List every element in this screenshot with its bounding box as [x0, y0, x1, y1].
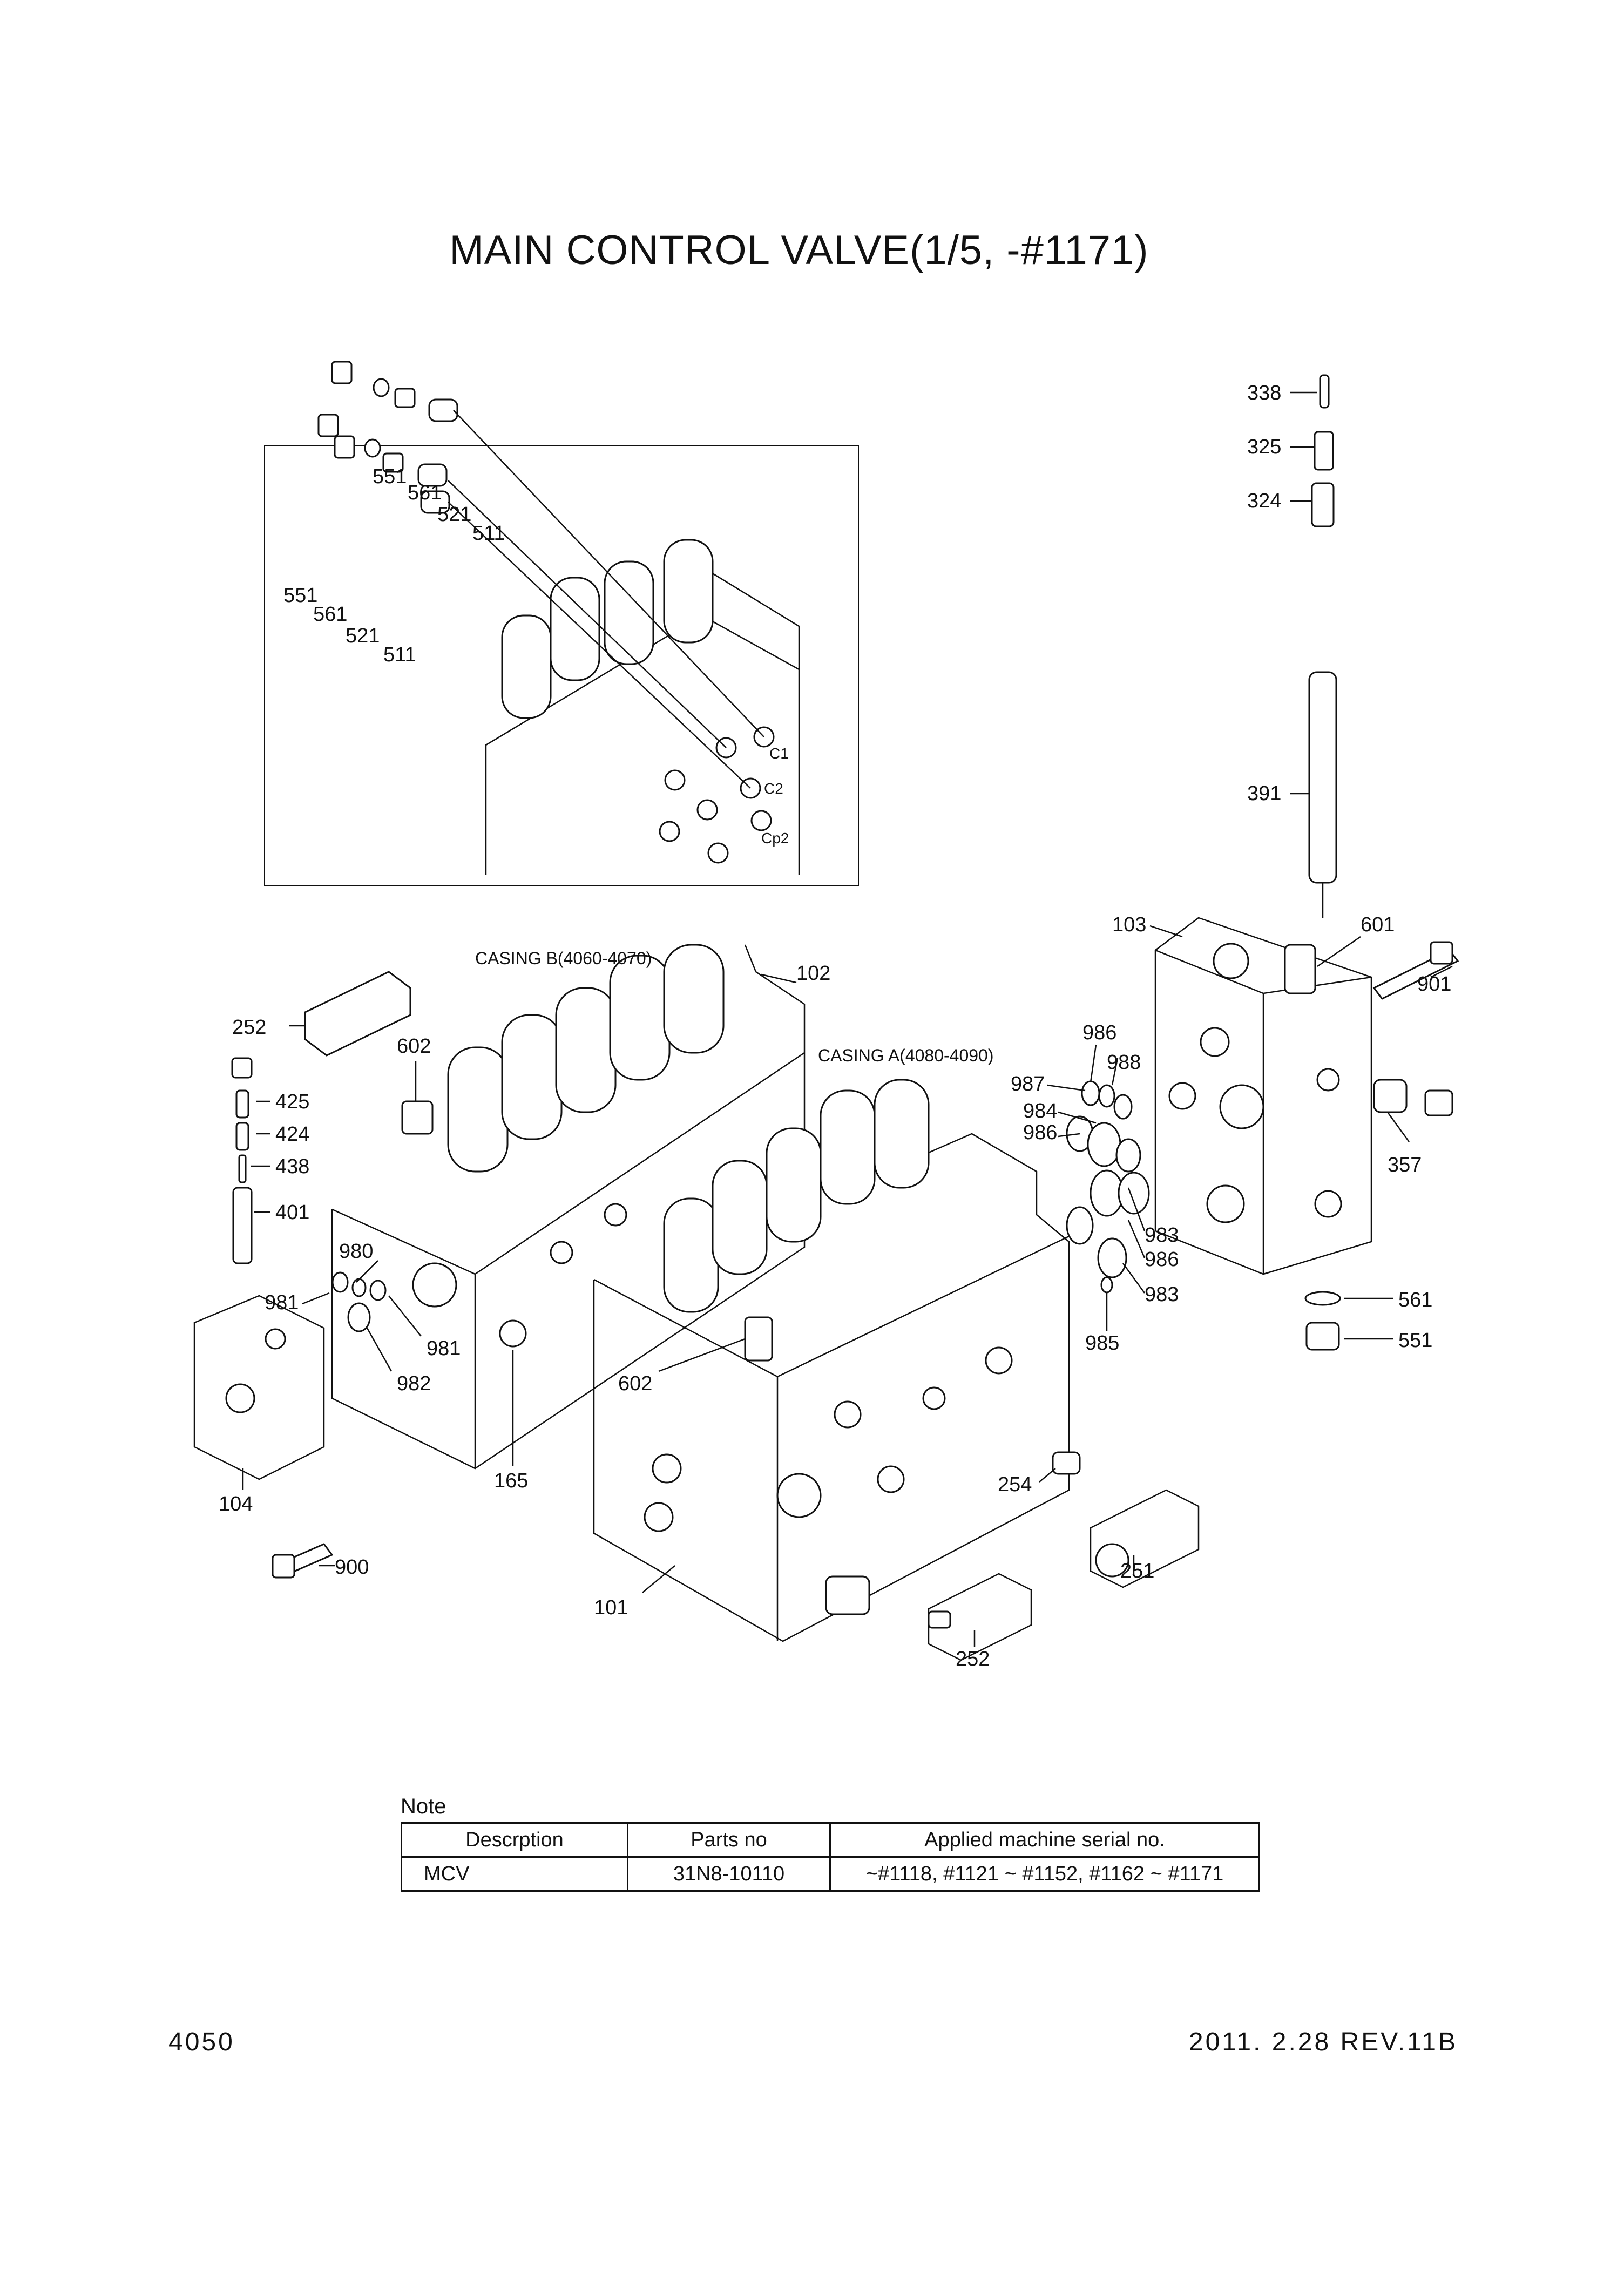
label-602a: 602: [397, 1035, 431, 1058]
label-inset-521b: 521: [346, 625, 380, 647]
label-982: 982: [397, 1372, 431, 1395]
cover-103-assembly: [1154, 374, 1459, 1351]
inset-small-parts: [317, 361, 458, 514]
o-ring-set: [1066, 1080, 1150, 1294]
label-252a: 252: [232, 1016, 266, 1039]
label-inset-551b: 551: [283, 584, 317, 607]
label-981a: 981: [265, 1291, 299, 1314]
label-port-c1: C1: [769, 745, 789, 762]
label-338: 338: [1247, 382, 1281, 404]
label-983a: 983: [1145, 1224, 1179, 1247]
label-inset-561a: 561: [408, 482, 442, 504]
casing-a-101: [593, 1079, 1070, 1642]
cell-parts-no: 31N8-10110: [627, 1856, 831, 1892]
label-425: 425: [275, 1091, 309, 1113]
label-985: 985: [1085, 1332, 1119, 1355]
label-986c: 986: [1145, 1248, 1179, 1271]
revision-date: 2011. 2.28 REV.11B: [1188, 2028, 1458, 2056]
label-inset-521a: 521: [437, 503, 471, 526]
label-988: 988: [1107, 1051, 1141, 1074]
label-324: 324: [1247, 490, 1281, 512]
label-424: 424: [275, 1123, 309, 1146]
label-986b: 986: [1023, 1121, 1057, 1144]
casing-b-102: [331, 944, 806, 1470]
label-casing-b: CASING B(4060-4070): [475, 949, 652, 968]
label-901: 901: [1417, 973, 1451, 996]
label-987: 987: [1011, 1073, 1045, 1095]
leader-lines: [242, 391, 1453, 1647]
label-438: 438: [275, 1155, 309, 1178]
inset-frame: [264, 445, 859, 886]
label-inset-561b: 561: [313, 603, 347, 626]
label-986a: 986: [1082, 1021, 1116, 1044]
label-981b: 981: [427, 1337, 461, 1360]
label-port-c2: C2: [764, 780, 783, 797]
label-165: 165: [494, 1470, 528, 1492]
label-551: 551: [1398, 1329, 1432, 1352]
label-401: 401: [275, 1201, 309, 1224]
note-col-parts-no: Parts no: [627, 1822, 831, 1858]
note-label: Note: [401, 1795, 446, 1818]
label-983b: 983: [1145, 1283, 1179, 1306]
label-561: 561: [1398, 1289, 1432, 1311]
label-101: 101: [594, 1596, 628, 1619]
table-row: MCV 31N8-10110 ~#1118, #1121 ~ #1152, #1…: [401, 1856, 1260, 1892]
label-601: 601: [1361, 913, 1395, 936]
inset-ports: [659, 726, 775, 864]
label-252b: 252: [956, 1648, 990, 1670]
note-table: Descrption Parts no Applied machine seri…: [401, 1822, 1260, 1892]
label-inset-511a: 511: [472, 522, 505, 545]
label-325: 325: [1247, 436, 1281, 458]
label-251: 251: [1120, 1560, 1154, 1582]
label-103: 103: [1112, 913, 1146, 936]
label-391: 391: [1247, 782, 1281, 805]
right-bottom-parts: [928, 1451, 1200, 1661]
label-980: 980: [339, 1240, 373, 1263]
label-inset-511b: 511: [383, 644, 416, 666]
cell-serial: ~#1118, #1121 ~ #1152, #1162 ~ #1171: [829, 1856, 1260, 1892]
note-col-serial: Applied machine serial no.: [829, 1822, 1260, 1858]
label-104: 104: [219, 1493, 253, 1515]
cell-description: MCV: [401, 1856, 628, 1892]
inset-detail: 551 561 521 511 551 561 521 511 C1 C2 Cp…: [264, 361, 859, 886]
label-inset-551a: 551: [373, 465, 407, 488]
note-col-description: Descrption: [401, 1822, 628, 1858]
label-357: 357: [1388, 1154, 1422, 1176]
label-102: 102: [796, 962, 830, 985]
label-port-cp2: Cp2: [761, 830, 789, 847]
note-table-header-row: Descrption Parts no Applied machine seri…: [401, 1822, 1260, 1858]
label-casing-a: CASING A(4080-4090): [818, 1046, 994, 1065]
inset-solenoids: [501, 539, 714, 719]
label-602b: 602: [618, 1372, 652, 1395]
page-number: 4050: [168, 2028, 235, 2056]
left-parts: [193, 971, 434, 1579]
part-labels: 338 325 324 391 103 601 901 986 988 987 …: [219, 382, 1451, 1670]
label-254: 254: [998, 1473, 1032, 1496]
label-984: 984: [1023, 1100, 1057, 1122]
label-900: 900: [335, 1556, 369, 1579]
page-title: MAIN CONTROL VALVE(1/5, -#1171): [449, 227, 1149, 273]
